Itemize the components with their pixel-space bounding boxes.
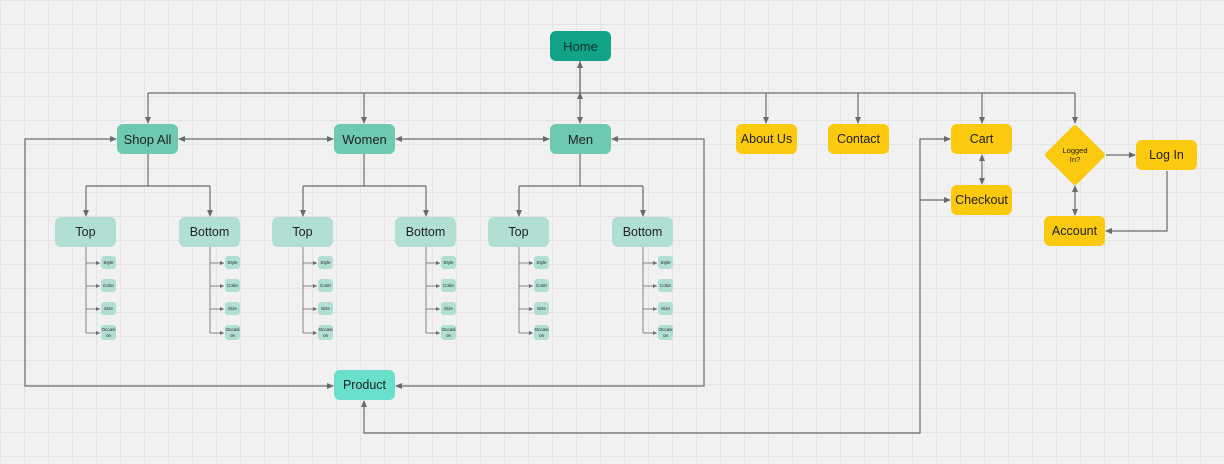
- about-us-node[interactable]: About Us: [736, 124, 797, 154]
- women-bottom-filter-chip[interactable]: Style: [441, 256, 456, 269]
- shop-all-bottom-filter-chip[interactable]: Occasi on: [225, 325, 240, 340]
- women-bottom-node[interactable]: Bottom: [395, 217, 456, 247]
- men-top-filter-chip[interactable]: Size: [534, 302, 549, 315]
- men-bottom-node[interactable]: Bottom: [612, 217, 673, 247]
- women-bottom-filter-chip[interactable]: Occasi on: [441, 325, 456, 340]
- shop-all-bottom-filter-chip[interactable]: Size: [225, 302, 240, 315]
- women-top-filter-chip[interactable]: Color: [318, 279, 333, 292]
- women-top-filter-chip[interactable]: Size: [318, 302, 333, 315]
- cart-node[interactable]: Cart: [951, 124, 1012, 154]
- shop-all-bottom-node[interactable]: Bottom: [179, 217, 240, 247]
- decision-label: Logged In?: [1062, 146, 1088, 164]
- home-node[interactable]: Home: [550, 31, 611, 61]
- login-account-connector: [1105, 171, 1168, 234]
- shop-all-bottom-filter-chip[interactable]: Style: [225, 256, 240, 269]
- women-bottom-filter-chip[interactable]: Size: [441, 302, 456, 315]
- women-bottom-filter-chip[interactable]: Color: [441, 279, 456, 292]
- shop-all-top-filter-chip[interactable]: Style: [101, 256, 116, 269]
- shop-all-top-node[interactable]: Top: [55, 217, 116, 247]
- shop-all-product-loop: [24, 136, 334, 389]
- men-top-filter-chip[interactable]: Style: [534, 256, 549, 269]
- shop-all-top-filter-chip[interactable]: Color: [101, 279, 116, 292]
- log-in-node[interactable]: Log In: [1136, 140, 1197, 170]
- checkout-node[interactable]: Checkout: [951, 185, 1012, 215]
- product-node[interactable]: Product: [334, 370, 395, 400]
- product-cart-connector: [361, 136, 951, 434]
- men-node[interactable]: Men: [550, 124, 611, 154]
- men-bottom-filter-chip[interactable]: Occasi on: [658, 325, 673, 340]
- men-top-node[interactable]: Top: [488, 217, 549, 247]
- women-top-filter-chip[interactable]: Occasi on: [318, 325, 333, 340]
- shop-all-top-filter-chip[interactable]: Occasi on: [101, 325, 116, 340]
- shop-all-bottom-filter-chip[interactable]: Color: [225, 279, 240, 292]
- women-node[interactable]: Women: [334, 124, 395, 154]
- logged-in-decision[interactable]: Logged In?: [1043, 123, 1107, 187]
- men-top-filter-chip[interactable]: Occasi on: [534, 325, 549, 340]
- women-top-node[interactable]: Top: [272, 217, 333, 247]
- contact-node[interactable]: Contact: [828, 124, 889, 154]
- men-top-filter-chip[interactable]: Color: [534, 279, 549, 292]
- shop-all-node[interactable]: Shop All: [117, 124, 178, 154]
- men-bottom-filter-chip[interactable]: Color: [658, 279, 673, 292]
- men-bottom-filter-chip[interactable]: Style: [658, 256, 673, 269]
- shop-all-top-filter-chip[interactable]: Size: [101, 302, 116, 315]
- account-node[interactable]: Account: [1044, 216, 1105, 246]
- women-top-filter-chip[interactable]: Style: [318, 256, 333, 269]
- men-bottom-filter-chip[interactable]: Size: [658, 302, 673, 315]
